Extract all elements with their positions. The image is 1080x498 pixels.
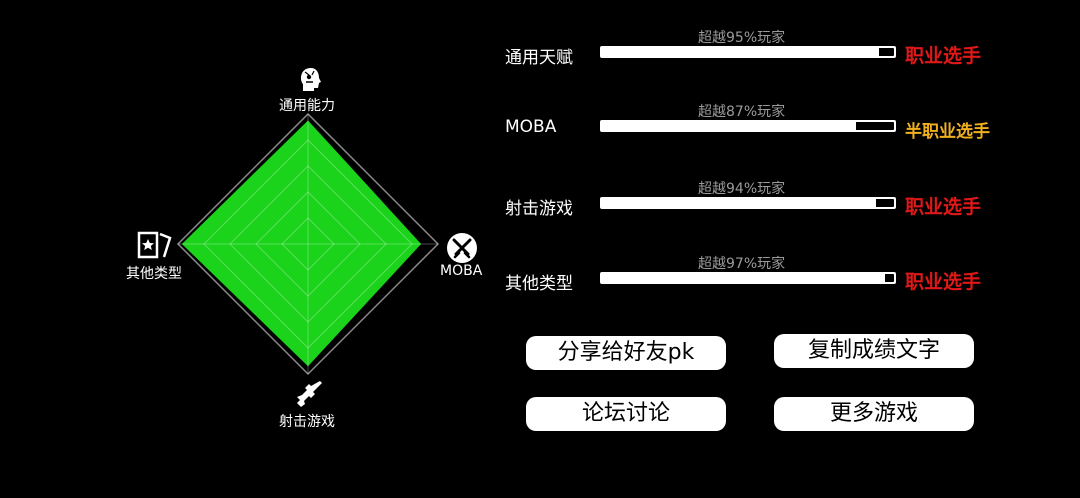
- axis-label-shooter: 射击游戏: [279, 414, 335, 430]
- stat-percentile: 超越94%玩家: [698, 181, 786, 197]
- radar-grid-ring: [255, 191, 361, 297]
- ability-radar-chart: 通用能力 MOBA 射击游戏 其他类型: [126, 66, 483, 430]
- stat-row-general: 通用天赋 超越95%玩家 职业选手: [505, 27, 1065, 77]
- stat-label: 其他类型: [505, 274, 573, 294]
- radar-grid-ring: [281, 217, 335, 271]
- radar-data-area: [181, 120, 422, 367]
- stat-progress-bar: [600, 272, 896, 284]
- radar-svg: [176, 112, 440, 376]
- radar-grid-ring: [229, 165, 387, 323]
- stat-row-moba: MOBA 超越87%玩家 半职业选手: [505, 101, 1065, 151]
- stat-progress-bar: [600, 46, 896, 58]
- star-card-icon: [137, 230, 173, 264]
- stat-label: 通用天赋: [505, 48, 573, 68]
- stat-rank-badge: 半职业选手: [905, 122, 990, 142]
- robot-head-icon: [297, 66, 325, 98]
- stat-rank-badge: 职业选手: [905, 271, 982, 293]
- more-games-button[interactable]: 更多游戏: [774, 397, 974, 431]
- axis-label-general: 通用能力: [279, 98, 335, 114]
- stat-label: 射击游戏: [505, 199, 573, 219]
- crossed-swords-icon: [446, 232, 478, 268]
- axis-label-moba: MOBA: [440, 263, 483, 279]
- stat-rank-badge: 职业选手: [905, 196, 982, 218]
- stat-progress-bar: [600, 197, 896, 209]
- stat-label: MOBA: [505, 117, 557, 137]
- share-pk-button[interactable]: 分享给好友pk: [526, 336, 726, 370]
- stat-percentile: 超越97%玩家: [698, 256, 786, 272]
- stat-progress-bar: [600, 120, 896, 132]
- stat-row-shooter: 射击游戏 超越94%玩家 职业选手: [505, 178, 1065, 228]
- stat-rank-badge: 职业选手: [905, 45, 982, 67]
- rifle-icon: [293, 378, 323, 412]
- stat-percentile: 超越95%玩家: [698, 30, 786, 46]
- radar-grid-ring: [203, 139, 413, 349]
- forum-button[interactable]: 论坛讨论: [526, 397, 726, 431]
- axis-label-other: 其他类型: [126, 266, 182, 282]
- copy-result-button[interactable]: 复制成绩文字: [774, 334, 974, 368]
- stat-row-other: 其他类型 超越97%玩家 职业选手: [505, 253, 1065, 303]
- radar-grid-ring: [176, 112, 440, 376]
- stat-percentile: 超越87%玩家: [698, 104, 786, 120]
